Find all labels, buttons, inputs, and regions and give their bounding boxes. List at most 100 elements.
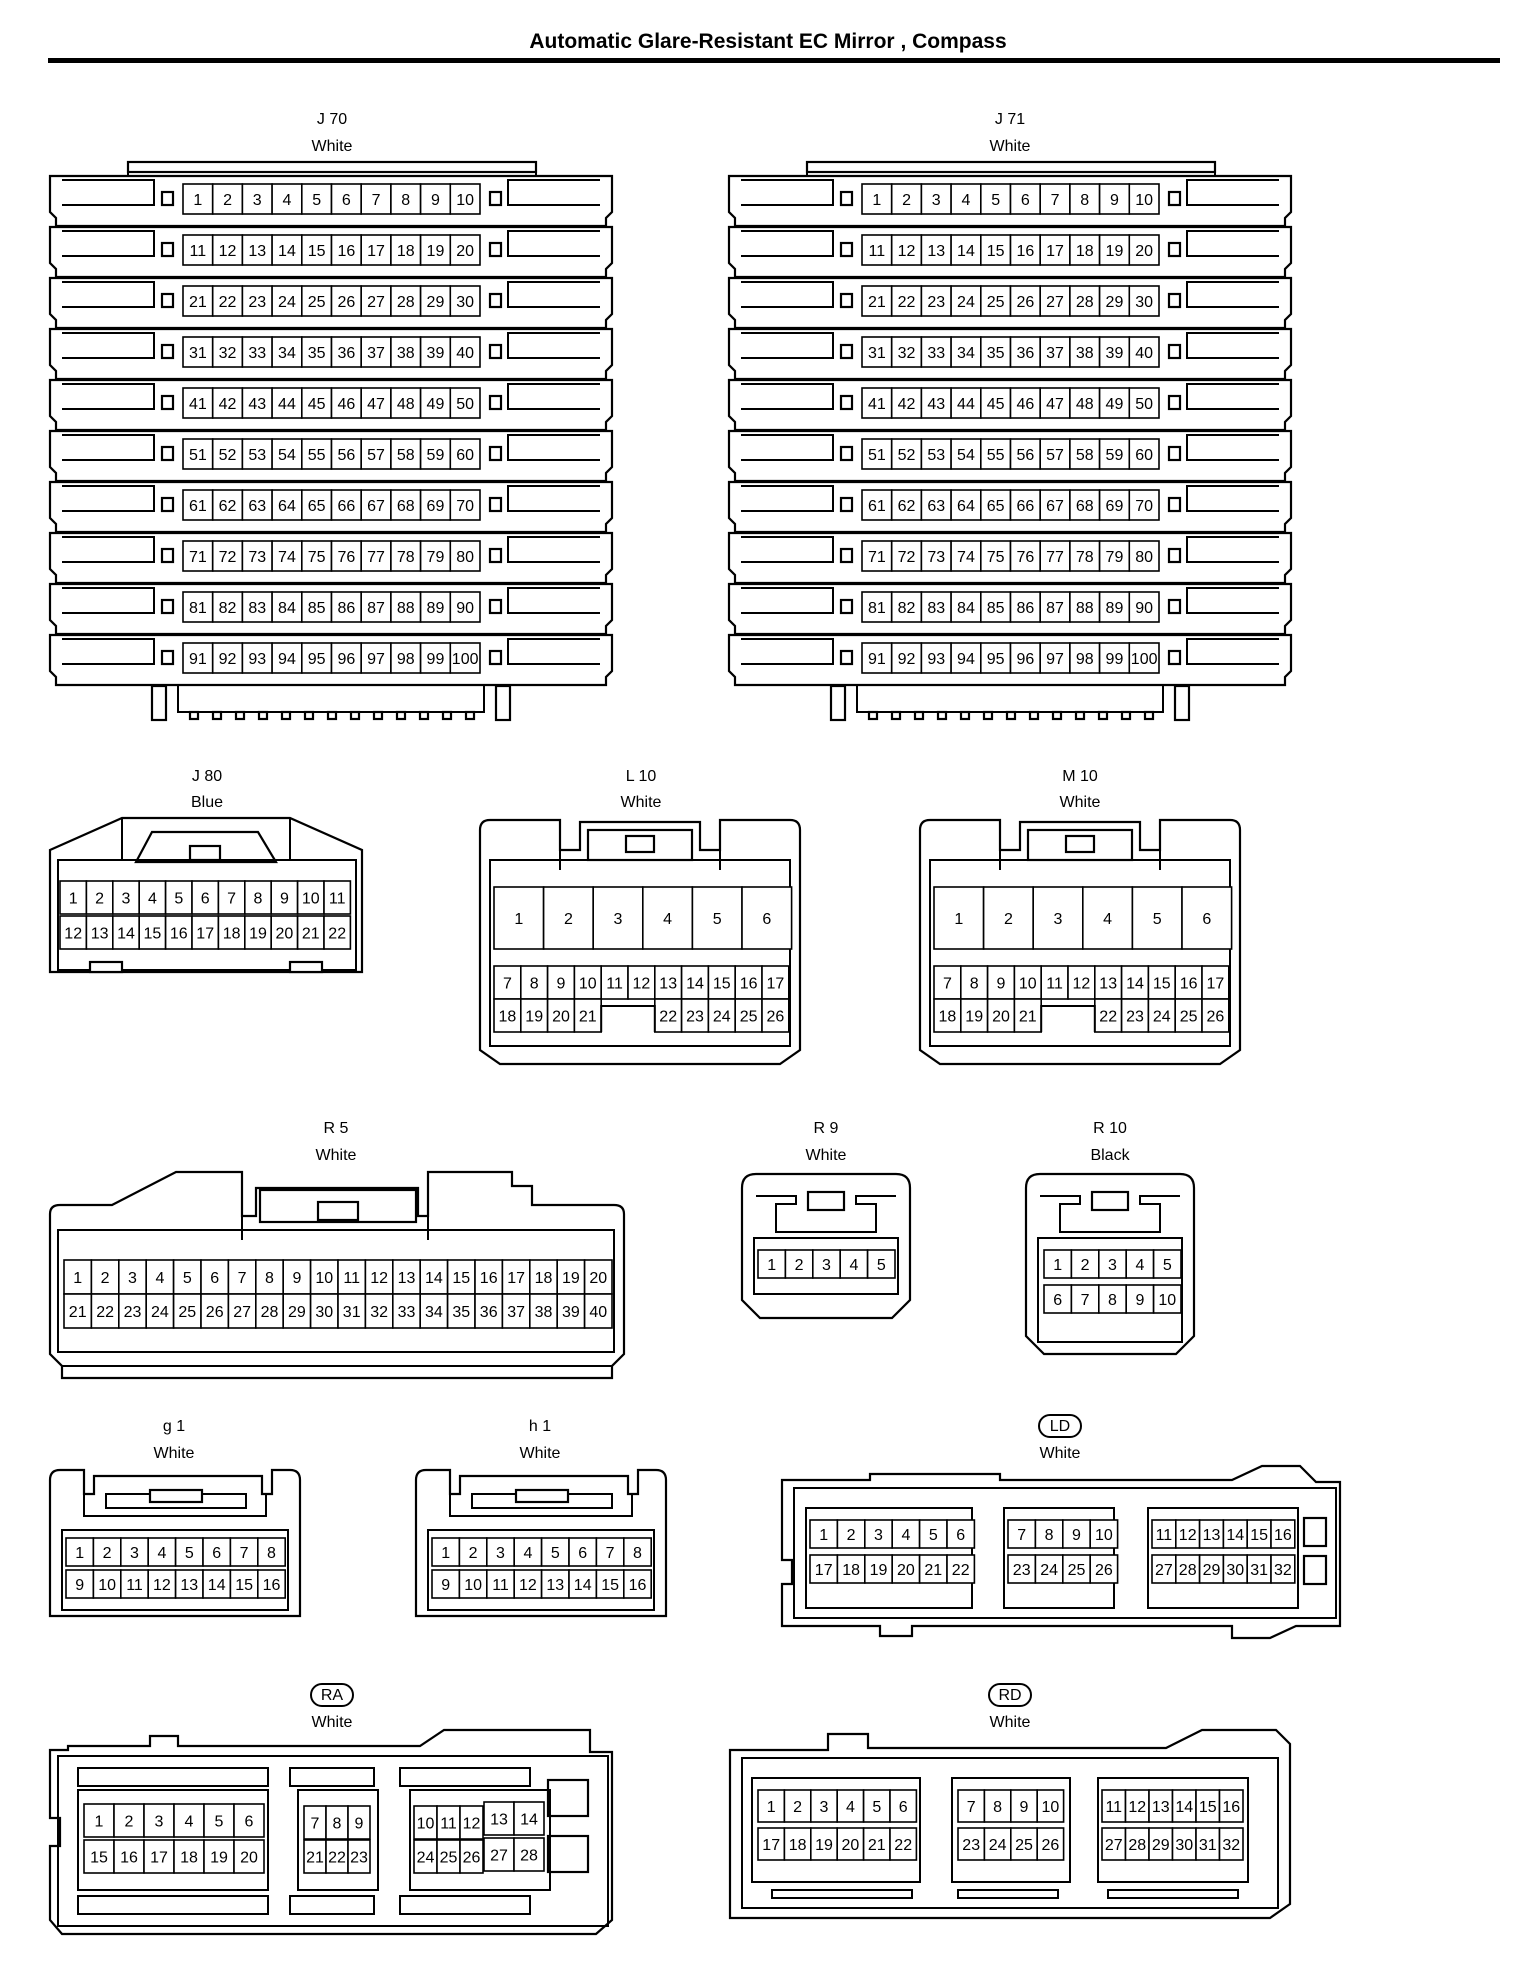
pin-number: 28 (261, 1304, 279, 1321)
pin-cell: 3 (1098, 1249, 1128, 1279)
pin-cell: 2 (92, 1537, 122, 1567)
pin-number: 40 (456, 345, 474, 362)
pin-number: 10 (1158, 1292, 1176, 1309)
pin-cell: 16 (1218, 1789, 1244, 1823)
pin-number: 57 (367, 447, 385, 464)
pin-number: 10 (315, 1270, 333, 1287)
pin-number: 13 (248, 243, 266, 260)
pin-number: 13 (1152, 1799, 1170, 1816)
pin-number: 19 (525, 1009, 543, 1026)
pin-cell: 19 (809, 1827, 838, 1861)
pin-cell: 3 (1032, 886, 1084, 950)
pin-cell: 36 (474, 1293, 504, 1329)
pin-number: 7 (967, 1799, 976, 1816)
pin-cell: 41 (182, 387, 214, 419)
pin-cell: 12 (364, 1259, 394, 1295)
pin-number: 53 (248, 447, 266, 464)
pin-number: 9 (997, 976, 1006, 993)
pin-number: 25 (740, 1009, 758, 1026)
pin-cell: 6 (202, 1537, 232, 1567)
pin-number: 2 (95, 891, 104, 908)
pin-cell: 57 (1039, 438, 1071, 470)
pin-number: 33 (248, 345, 266, 362)
pin-cell: 4 (641, 886, 694, 950)
pin-cell: 56 (1009, 438, 1042, 470)
pin-cell: 36 (1009, 336, 1042, 368)
pin-number: 30 (456, 294, 474, 311)
pin-cell: 25 (1062, 1554, 1092, 1584)
pin-cell: 44 (271, 387, 303, 419)
pin-number: 3 (1108, 1257, 1117, 1274)
pin-cell: 21 (182, 285, 214, 317)
pin-number: 11 (1046, 976, 1063, 993)
pin-cell: 80 (449, 540, 481, 572)
pin-number: 15 (90, 1850, 108, 1867)
pin-number: 16 (1274, 1527, 1292, 1544)
pin-cell: 23 (957, 1827, 986, 1861)
pin-cell: 27 (1101, 1827, 1127, 1861)
pin-cell: 22 (890, 285, 923, 317)
pin-number: 17 (1207, 976, 1225, 993)
pin-number: 1 (1053, 1257, 1062, 1274)
pin-number: 82 (219, 600, 237, 617)
pin-number: 36 (480, 1304, 498, 1321)
pin-cell: 22 (325, 1839, 349, 1874)
pin-cell: 10 (296, 880, 325, 915)
pin-number: 9 (280, 891, 289, 908)
pin-cell: 63 (920, 489, 952, 521)
pin-cell: 12 (513, 1569, 543, 1599)
pin-number: 6 (1202, 911, 1211, 928)
pin-number: 6 (956, 1527, 965, 1544)
pin-cell: 34 (950, 336, 982, 368)
pin-number: 5 (929, 1527, 938, 1544)
pin-cell: 4 (1082, 886, 1134, 950)
pin-cell: 98 (1069, 642, 1101, 674)
pin-number: 11 (1156, 1527, 1173, 1544)
pin-number: 3 (155, 1814, 164, 1831)
pin-cell: 87 (1039, 591, 1071, 623)
pin-cell: 14 (680, 965, 710, 1000)
pin-cell: 63 (241, 489, 273, 521)
pin-cell: 26 (1009, 285, 1042, 317)
pin-cell: 10 (458, 1569, 488, 1599)
pin-cell: 20 (449, 234, 481, 266)
pin-number: 20 (589, 1270, 607, 1287)
pin-number: 71 (189, 549, 207, 566)
pin-cell: 18 (173, 1839, 205, 1874)
pin-cell: 41 (861, 387, 893, 419)
pin-number: 16 (480, 1270, 498, 1287)
pin-number: 68 (1076, 498, 1094, 515)
pin-cell: 11 (1040, 965, 1069, 1000)
pin-number: 28 (520, 1848, 538, 1865)
pin-cell: 9 (431, 1569, 461, 1599)
pin-number: 22 (328, 1850, 346, 1867)
pin-number: 83 (248, 600, 266, 617)
pin-cell: 1 (493, 886, 545, 950)
pin-number: 3 (496, 1545, 505, 1562)
pin-number: 10 (417, 1816, 435, 1833)
pin-cell: 51 (182, 438, 214, 470)
pin-cell: 73 (241, 540, 273, 572)
pin-number: 21 (189, 294, 207, 311)
pin-number: 22 (894, 1837, 912, 1854)
pin-cell: 99 (419, 642, 452, 674)
pin-cell: 11 (337, 1259, 367, 1295)
pin-number: 12 (1128, 1799, 1146, 1816)
pin-number: 4 (157, 1545, 166, 1562)
pin-cell: 14 (1171, 1789, 1197, 1823)
pin-cell: 3 (241, 183, 273, 215)
pin-number: 4 (1135, 1257, 1144, 1274)
pin-cell: 13 (1148, 1789, 1174, 1823)
connector-id: R 9 (814, 1120, 839, 1137)
pin-number: 7 (1081, 1292, 1090, 1309)
pin-cell: 3 (143, 1803, 175, 1838)
